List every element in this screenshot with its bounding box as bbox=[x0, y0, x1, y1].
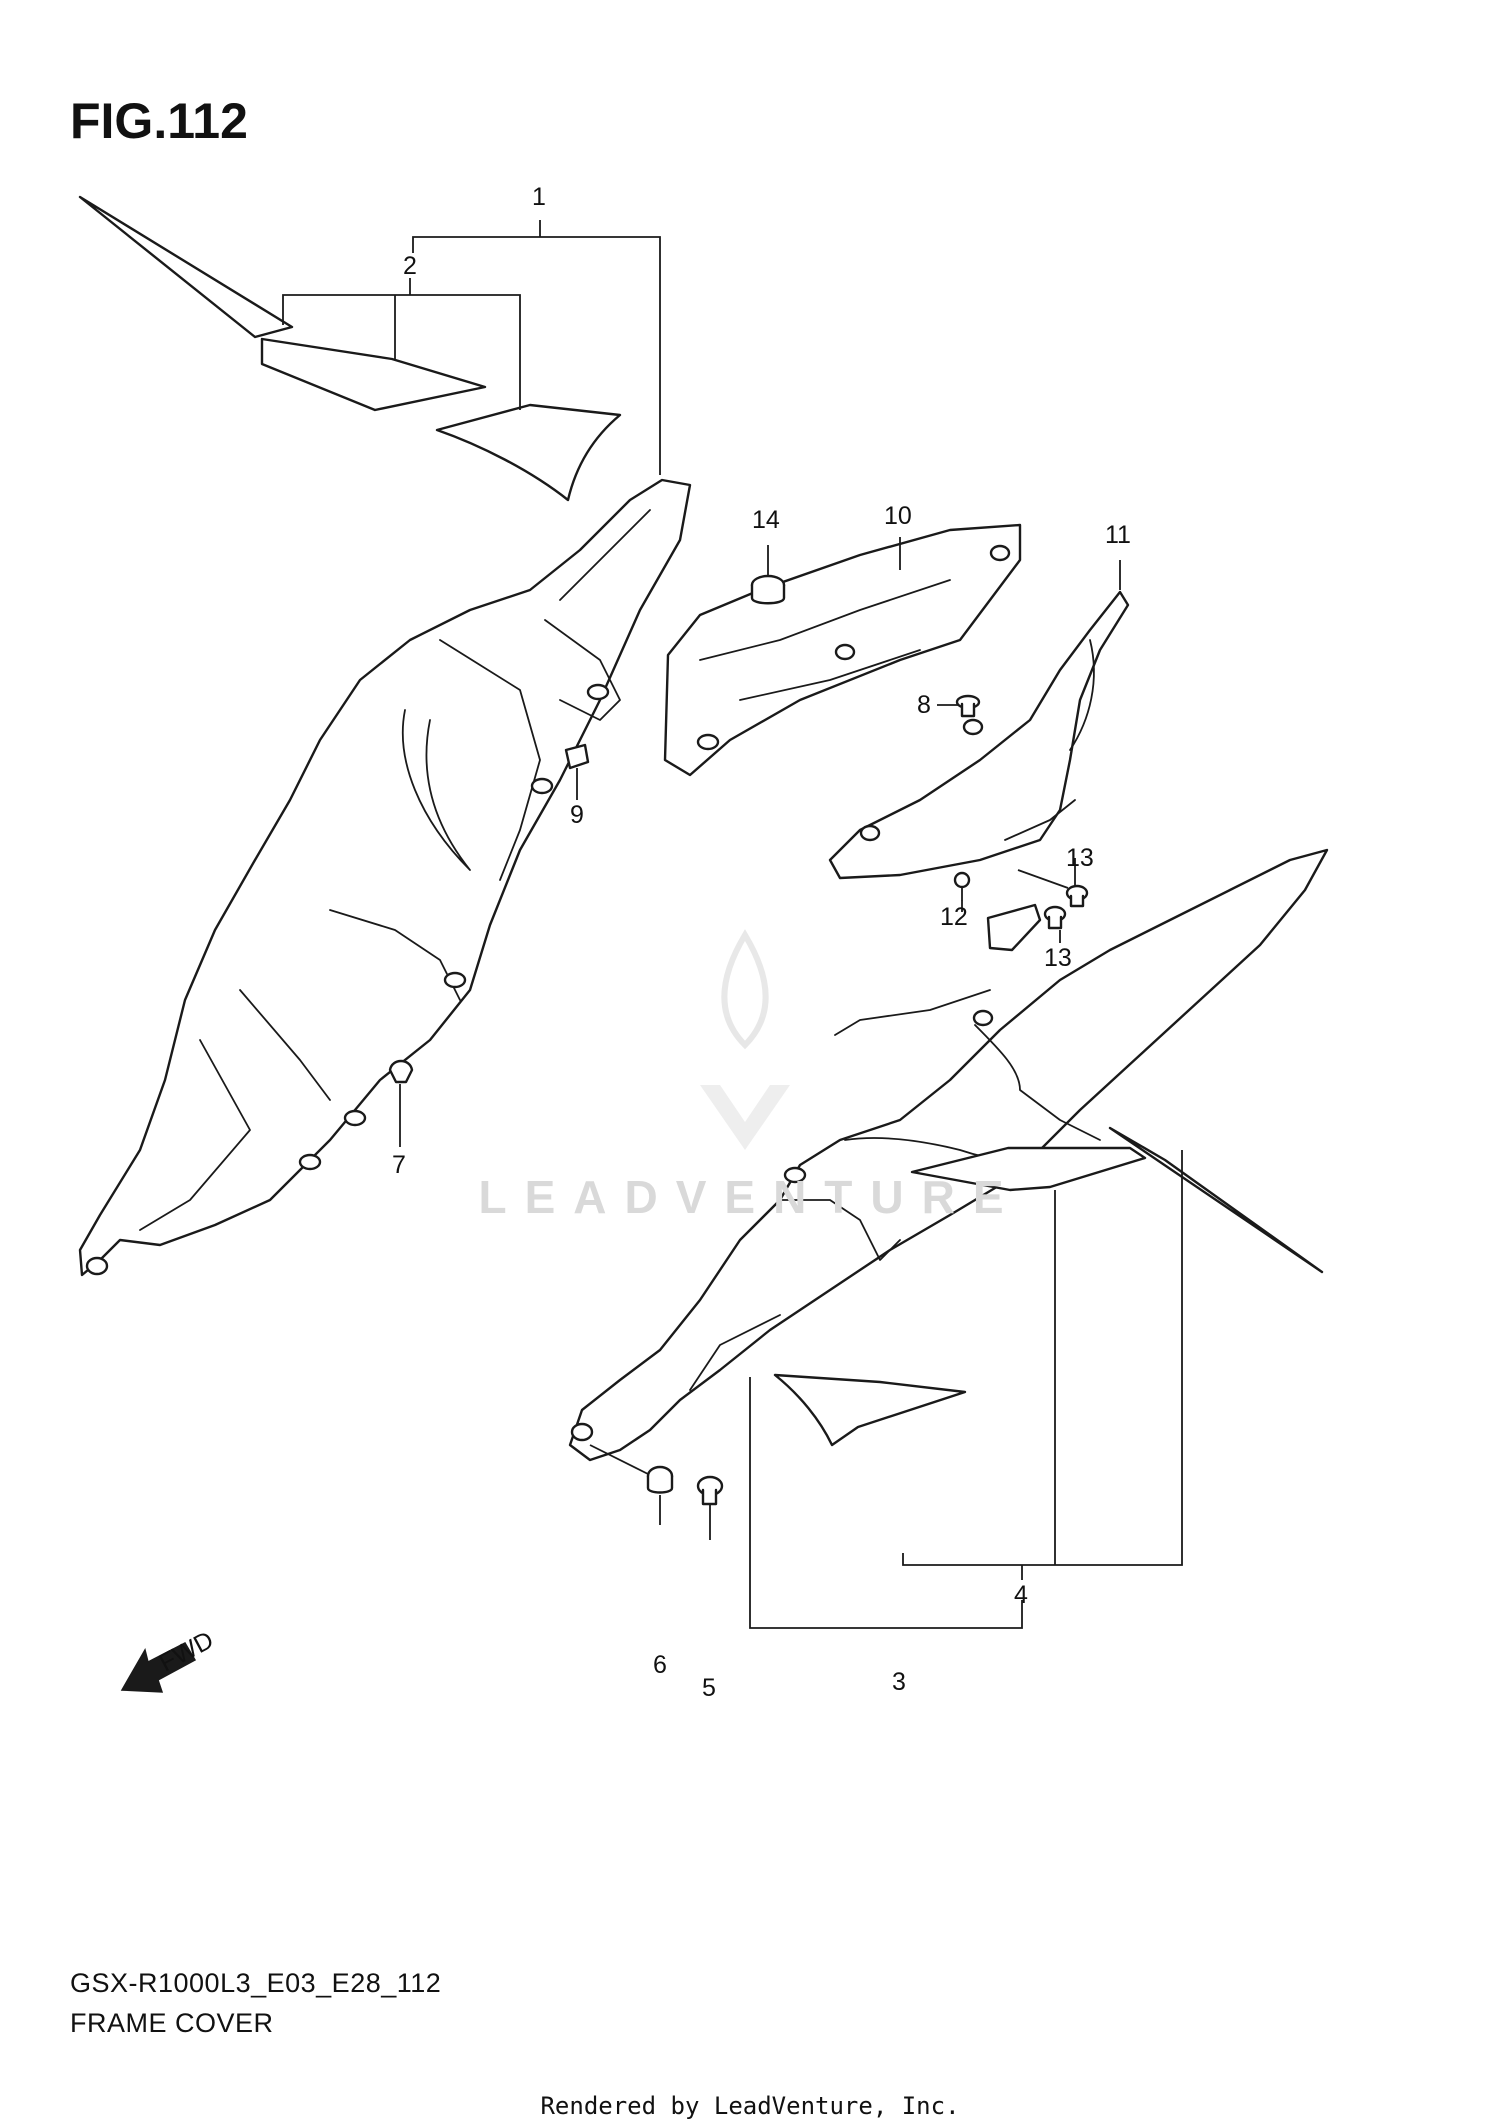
callout-9: 9 bbox=[570, 801, 584, 829]
callout-numbers: 1 2 3 4 5 6 7 8 9 10 11 12 13 13 14 bbox=[392, 183, 1131, 1702]
watermark-text: LEADVENTURE bbox=[478, 1171, 1022, 1223]
right-frame-cover bbox=[568, 848, 1329, 1462]
figure-title: FIG.112 bbox=[70, 93, 248, 149]
callout-8: 8 bbox=[917, 691, 931, 719]
left-frame-cover bbox=[78, 478, 692, 1277]
callout-5: 5 bbox=[702, 1674, 716, 1702]
section-name: FRAME COVER bbox=[70, 2008, 274, 2038]
callout-14: 14 bbox=[752, 506, 780, 534]
model-code: GSX-R1000L3_E03_E28_112 bbox=[70, 1968, 442, 1998]
fwd-label: FWD bbox=[155, 1626, 218, 1677]
watermark-logo bbox=[700, 929, 790, 1150]
callout-1: 1 bbox=[532, 183, 546, 211]
callout-11: 11 bbox=[1105, 521, 1131, 549]
inner-cover-10 bbox=[663, 523, 1022, 777]
render-credit: Rendered by LeadVenture, Inc. bbox=[540, 2092, 960, 2120]
callout-12: 12 bbox=[940, 903, 968, 931]
callout-10: 10 bbox=[884, 502, 912, 530]
fwd-arrow-icon: FWD bbox=[120, 1626, 218, 1693]
callout-13-upper: 13 bbox=[1066, 844, 1094, 872]
callout-6: 6 bbox=[653, 1651, 667, 1679]
inner-cover-11 bbox=[828, 590, 1130, 880]
callout-13-lower: 13 bbox=[1044, 944, 1072, 972]
leader-lines bbox=[282, 220, 1183, 1629]
callout-3: 3 bbox=[892, 1668, 906, 1696]
callout-7: 7 bbox=[392, 1151, 406, 1179]
decal-set-lower bbox=[773, 1126, 1324, 1447]
decal-set-upper bbox=[78, 195, 622, 502]
callout-4: 4 bbox=[1014, 1581, 1028, 1609]
callout-2: 2 bbox=[403, 252, 417, 280]
